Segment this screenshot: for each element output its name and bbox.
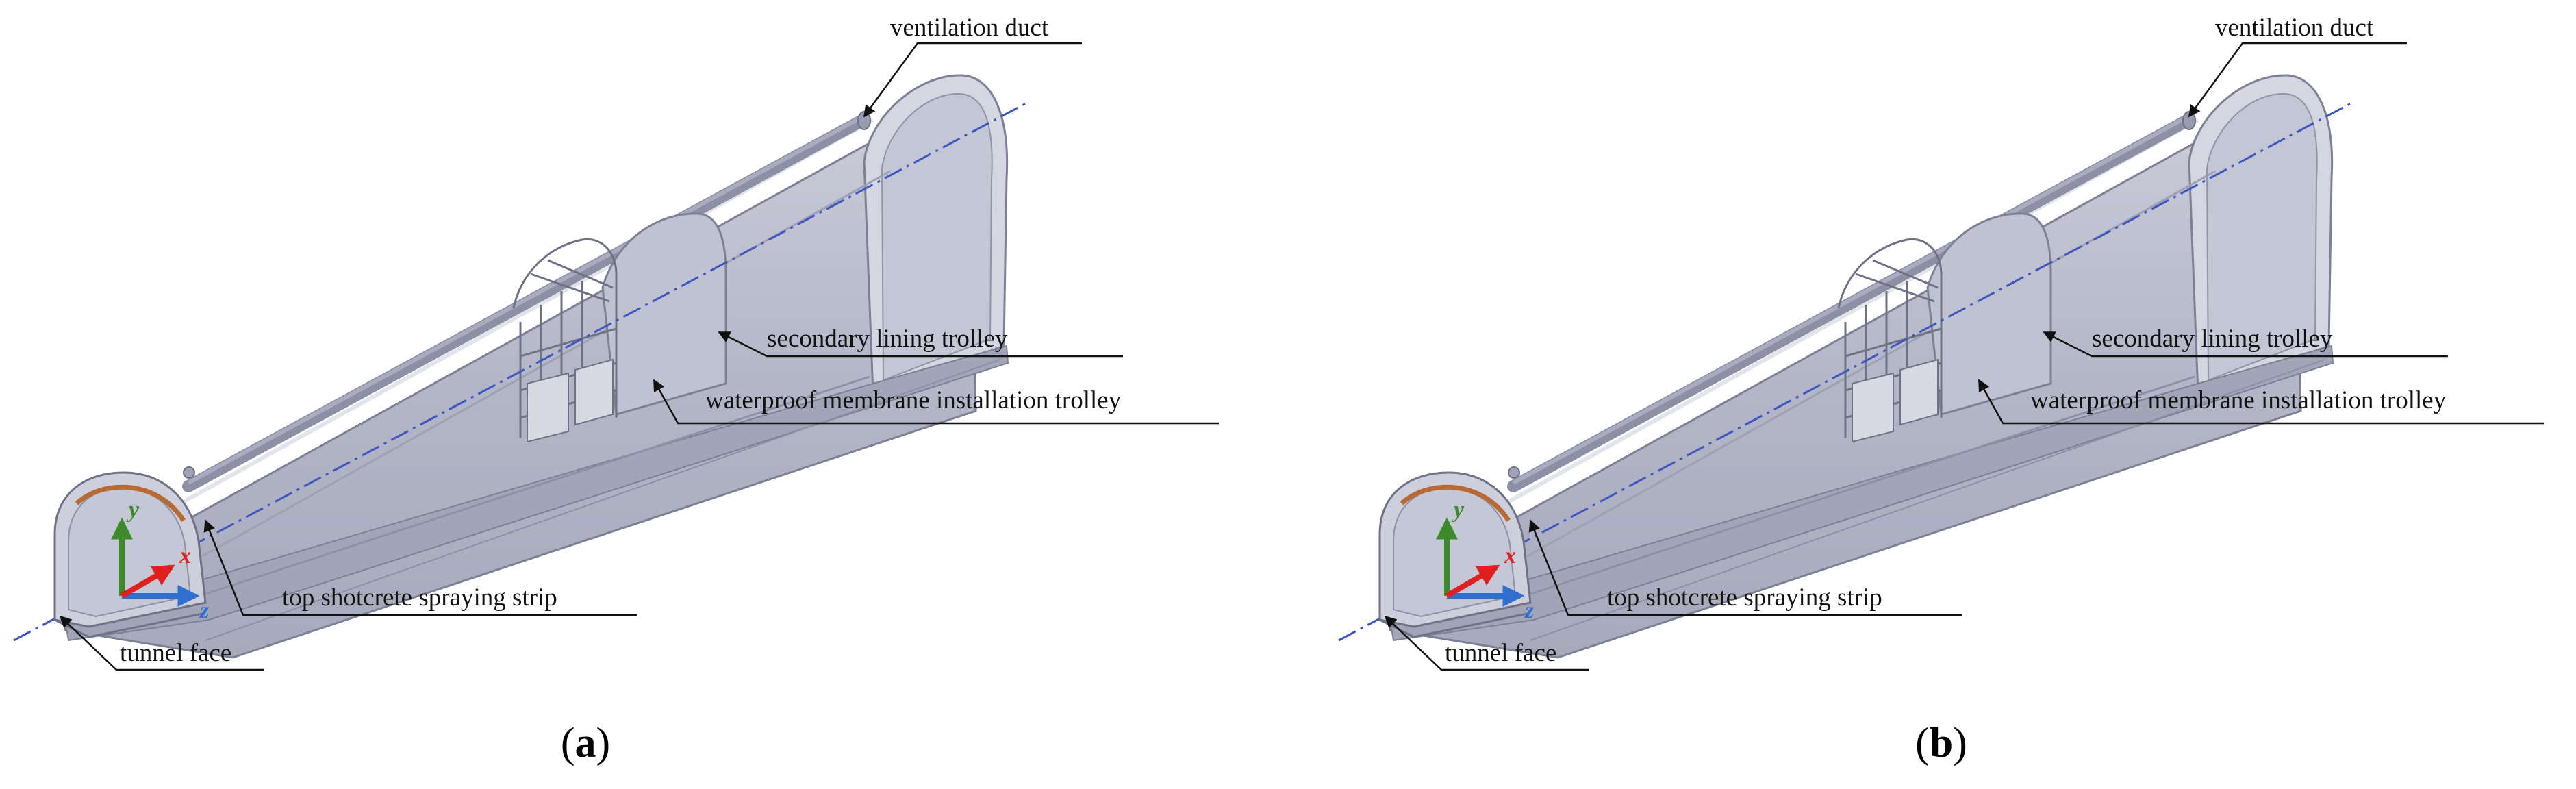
label-secondary-lining-trolley: secondary lining trolley — [767, 325, 1008, 353]
axis-z-label: z — [1524, 598, 1535, 623]
panel-b: y x z ventilation duct secondary lining … — [1339, 14, 2544, 766]
label-tunnel-face: tunnel face — [1445, 639, 1556, 667]
axis-x-label: x — [1504, 543, 1516, 568]
axis-z-label: z — [199, 598, 210, 623]
label-top-shotcrete-strip: top shotcrete spraying strip — [1607, 584, 1882, 612]
caption-a: (a) — [561, 720, 610, 766]
axis-x-label: x — [179, 543, 191, 568]
label-top-shotcrete-strip: top shotcrete spraying strip — [282, 584, 557, 612]
label-secondary-lining-trolley: secondary lining trolley — [2092, 325, 2333, 353]
label-waterproof-membrane-trolley: waterproof membrane installation trolley — [2030, 386, 2447, 414]
axis-y-label: y — [126, 497, 140, 523]
axis-y-label: y — [1451, 497, 1465, 523]
label-ventilation-duct: ventilation duct — [890, 14, 1049, 42]
label-waterproof-membrane-trolley: waterproof membrane installation trolley — [705, 386, 1122, 414]
label-ventilation-duct: ventilation duct — [2215, 14, 2374, 42]
panel-a: y x z ventilation duct secondary lining … — [14, 14, 1219, 766]
caption-b: (b) — [1915, 720, 1967, 766]
label-tunnel-face: tunnel face — [120, 639, 231, 667]
